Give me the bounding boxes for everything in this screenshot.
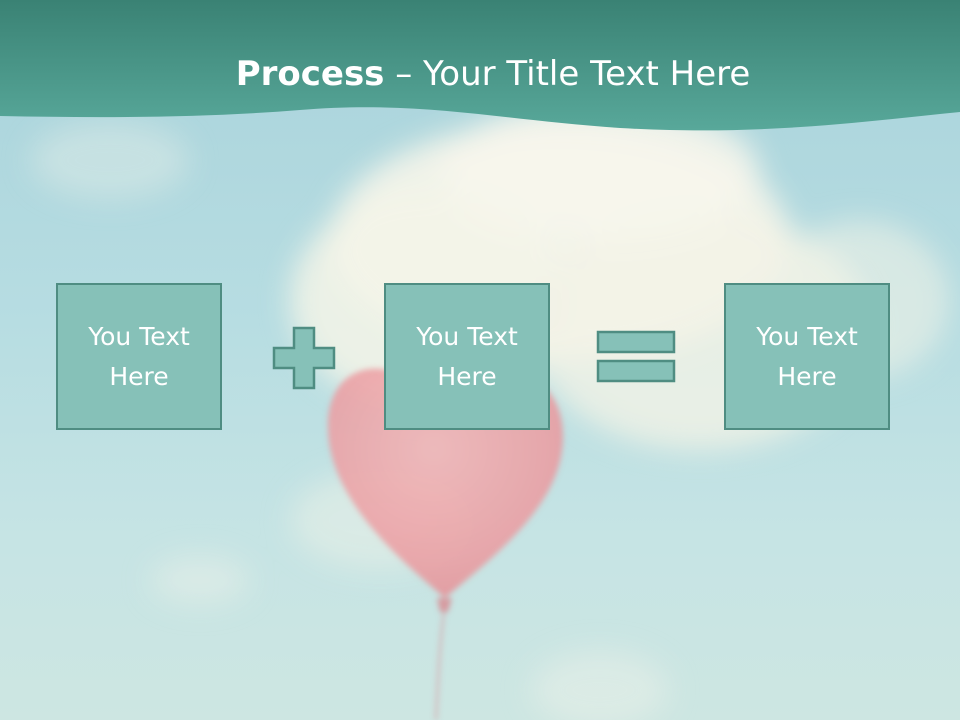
title-rest-part: – Your Title Text Here	[384, 54, 751, 94]
equals-icon	[596, 330, 676, 383]
process-box-2-text: You Text Here	[416, 321, 518, 391]
header-band	[0, 0, 960, 131]
process-box-1-text: You Text Here	[88, 321, 190, 391]
page-title: Process – Your Title Text Here	[0, 52, 960, 96]
process-box-3[interactable]: You Text Here	[724, 283, 890, 430]
process-box-2[interactable]: You Text Here	[384, 283, 550, 430]
plus-icon	[272, 326, 336, 390]
process-box-3-text: You Text Here	[756, 321, 858, 391]
title-bold-part: Process	[235, 54, 385, 94]
process-box-1[interactable]: You Text Here	[56, 283, 222, 430]
